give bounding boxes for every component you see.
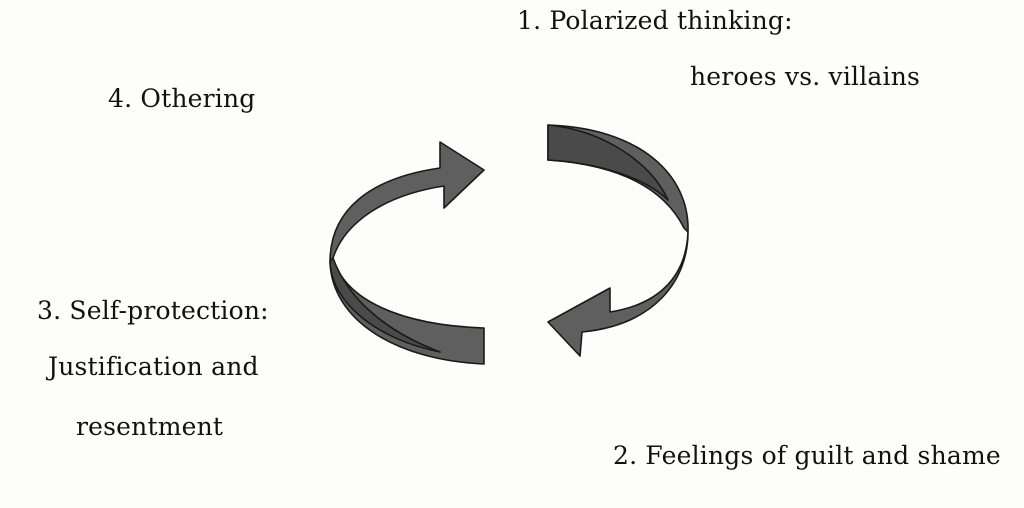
step-4-label: 4. Othering (108, 84, 256, 113)
step-2-label: 2. Feelings of guilt and shame (613, 441, 1001, 470)
right-arrow-fold (547, 124, 669, 201)
step-1-title: 1. Polarized thinking: (517, 6, 793, 35)
step-3-title: 3. Self-protection: (37, 296, 269, 325)
step-3-line-2: Justification and (48, 352, 259, 381)
right-curved-arrow (547, 124, 689, 357)
left-arrow-fold (329, 257, 441, 353)
left-arrow-body (329, 141, 485, 365)
step-1-subtitle: heroes vs. villains (690, 62, 921, 91)
step-3-line-3: resentment (76, 412, 224, 441)
left-curved-arrow (329, 141, 485, 365)
